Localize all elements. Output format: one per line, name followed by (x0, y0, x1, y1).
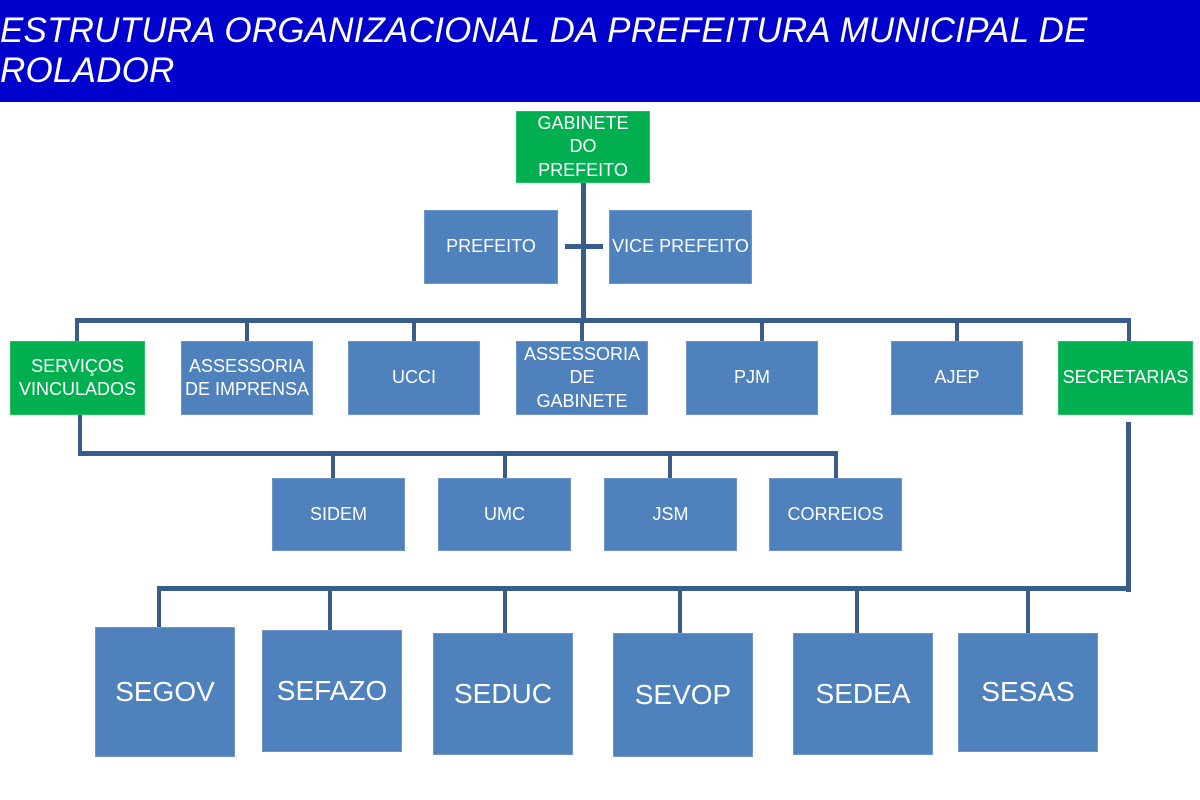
node-label: GABINETE DO PREFEITO (537, 112, 629, 180)
node-ucci: UCCI (348, 341, 480, 415)
connector-line (503, 586, 507, 634)
connector-line (331, 451, 335, 479)
node-sesas: SESAS (958, 633, 1098, 752)
page-title: ESTRUTURA ORGANIZACIONAL DA PREFEITURA M… (0, 11, 1088, 90)
node-sevop: SEVOP (613, 633, 753, 757)
connector-line (668, 451, 672, 479)
node-label: SERVIÇOS VINCULADOS (18, 355, 137, 399)
node-label: UCCI (392, 367, 436, 388)
node-assessoria-de-gabinete: ASSESSORIA DE GABINETE (516, 341, 648, 415)
connector-line (78, 415, 82, 455)
connector-line (245, 318, 249, 342)
connector-line (565, 244, 603, 249)
node-segov: SEGOV (95, 627, 235, 757)
node-umc: UMC (438, 478, 571, 551)
node-pjm: PJM (686, 341, 818, 415)
node-label: SEFAZO (276, 674, 388, 706)
connector-line (78, 451, 838, 456)
node-label: SEVOP (634, 678, 732, 710)
connector-line (75, 318, 79, 342)
connector-line (955, 318, 959, 342)
connector-line (834, 451, 838, 479)
node-label: SEDUC (453, 677, 552, 709)
node-label: SEGOV (115, 675, 215, 707)
title-banner: ESTRUTURA ORGANIZACIONAL DA PREFEITURA M… (0, 0, 1200, 102)
connector-line (503, 451, 507, 479)
node-label: PJM (734, 367, 770, 388)
node-label: CORREIOS (787, 503, 884, 524)
node-label: ASSESSORIA DE GABINETE (523, 343, 641, 411)
node-jsm: JSM (604, 478, 737, 551)
node-label: VICE PREFEITO (612, 236, 749, 257)
node-sedea: SEDEA (793, 633, 933, 755)
connector-line (157, 586, 1131, 591)
connector-line (855, 586, 859, 634)
connector-line (75, 318, 1131, 323)
node-sidem: SIDEM (272, 478, 405, 551)
connector-line (1026, 586, 1030, 634)
node-vice-prefeito: VICE PREFEITO (609, 210, 752, 284)
connector-line (328, 586, 332, 631)
node-gabinete-do-prefeito: GABINETE DO PREFEITO (516, 111, 650, 183)
connector-line (157, 586, 161, 628)
node-label: SIDEM (309, 503, 367, 524)
connector-line (760, 318, 764, 342)
node-seduc: SEDUC (433, 633, 573, 755)
node-assessoria-de-imprensa: ASSESSORIA DE IMPRENSA (181, 341, 313, 415)
node-servicos-vinculados: SERVIÇOS VINCULADOS (10, 341, 145, 415)
node-ajep: AJEP (891, 341, 1023, 415)
node-label: SEDEA (815, 677, 911, 709)
node-label: ASSESSORIA DE IMPRENSA (184, 355, 310, 399)
node-secretarias: SECRETARIAS (1058, 341, 1193, 415)
connector-line (581, 183, 586, 323)
connector-line (580, 318, 584, 342)
connector-line (1126, 422, 1131, 592)
node-label: PREFEITO (446, 236, 536, 257)
connector-line (1127, 318, 1131, 342)
node-label: UMC (484, 503, 525, 524)
node-label: AJEP (934, 367, 980, 388)
node-sefazo: SEFAZO (262, 630, 402, 752)
connector-line (412, 318, 416, 342)
node-correios: CORREIOS (769, 478, 902, 551)
connector-line (678, 586, 682, 634)
node-label: JSM (652, 503, 689, 524)
node-label: SECRETARIAS (1062, 367, 1189, 388)
node-label: SESAS (981, 676, 1075, 708)
node-prefeito: PREFEITO (424, 210, 558, 284)
